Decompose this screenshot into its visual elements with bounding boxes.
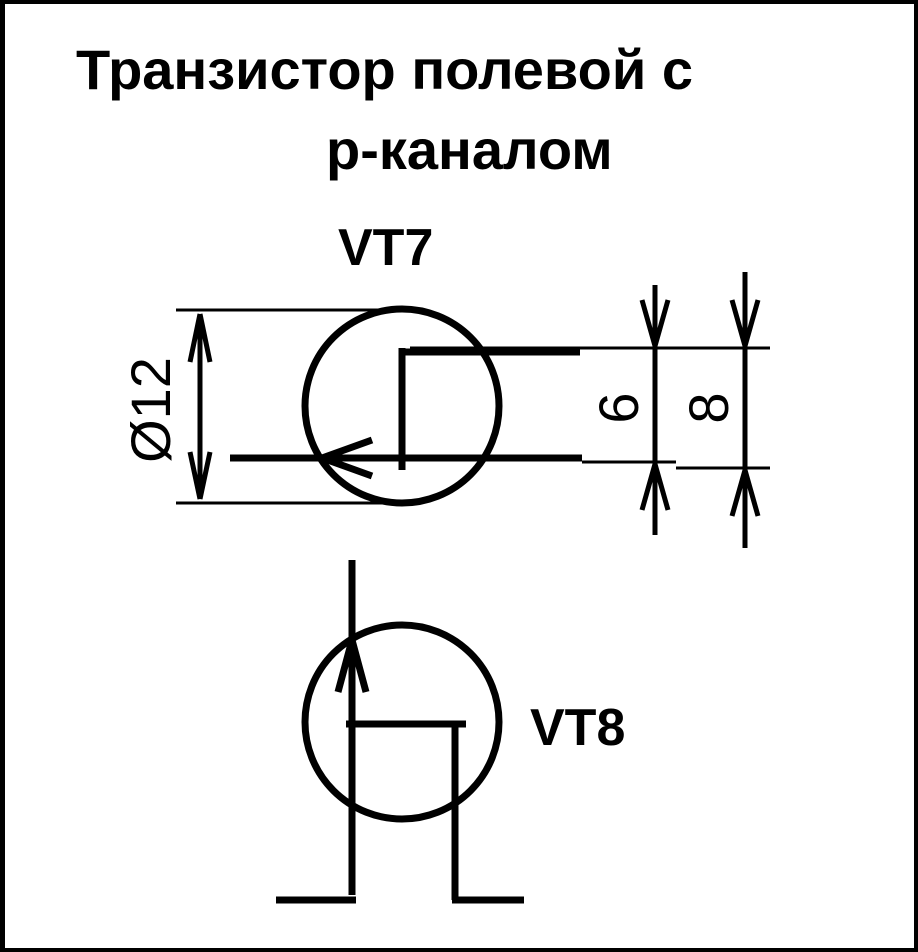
dim-diameter-arrow-top bbox=[187, 313, 213, 363]
dim-outer-text: 8 bbox=[677, 392, 740, 423]
dim-diameter bbox=[176, 308, 410, 505]
vt7-label: VT7 bbox=[338, 219, 434, 277]
title-line-2: р-каналом bbox=[326, 118, 613, 181]
dim-diameter-text: Ø12 bbox=[119, 357, 182, 463]
vt7-arrow bbox=[320, 436, 374, 480]
title-line-1: Транзистор полевой с bbox=[76, 38, 693, 101]
dim-inner-arrow-bottom bbox=[639, 463, 671, 511]
dim-outer-arrow-top bbox=[729, 299, 761, 347]
vt8-label: VT8 bbox=[530, 699, 626, 757]
dim-inner bbox=[410, 285, 676, 535]
dim-outer-arrow-bottom bbox=[729, 469, 761, 517]
dim-diameter-arrow-bottom bbox=[187, 451, 213, 500]
dim-outer bbox=[676, 272, 770, 548]
vt8-body-circle bbox=[301, 621, 503, 823]
vt8-symbol bbox=[276, 560, 524, 904]
dim-inner-text: 6 bbox=[587, 392, 650, 423]
vt8-arrow bbox=[334, 639, 370, 693]
dim-inner-arrow-top bbox=[639, 299, 671, 347]
vt7-symbol bbox=[230, 305, 582, 507]
